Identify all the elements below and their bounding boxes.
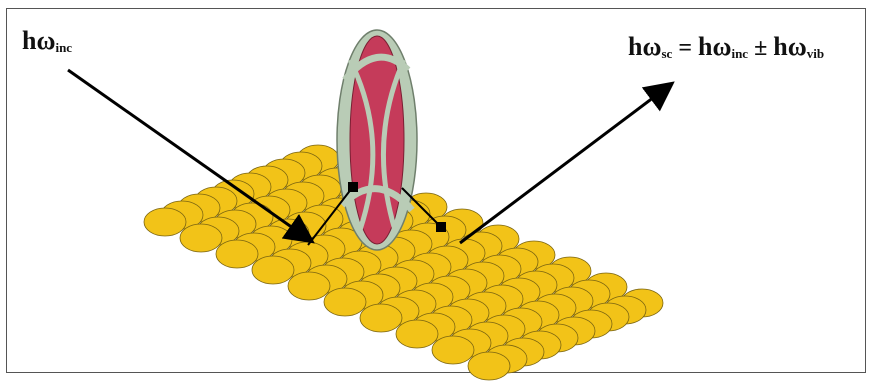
surface-atom — [252, 256, 294, 284]
plus-minus-sign: ± — [754, 35, 767, 61]
surface-atom — [360, 304, 402, 332]
vibration-term-symbol: hω — [773, 32, 806, 61]
scattered-subscript: sc — [661, 46, 672, 61]
scattered-photon-label: hωsc=hωinc±hωvib — [628, 32, 824, 62]
scattered-symbol: hω — [628, 32, 661, 61]
incident-symbol: hω — [22, 26, 55, 55]
surface-atom — [432, 336, 474, 364]
contact-point-left — [348, 182, 358, 192]
surface-atom — [216, 240, 258, 268]
surface-atom — [288, 272, 330, 300]
contact-point-right — [436, 222, 446, 232]
vibration-term-subscript: vib — [807, 46, 824, 61]
incident-subscript: inc — [55, 40, 72, 55]
incident-term-symbol: hω — [698, 32, 731, 61]
surface-atom — [144, 208, 186, 236]
surface-atom — [324, 288, 366, 316]
equals-sign: = — [678, 35, 692, 61]
incident-term-subscript: inc — [731, 46, 748, 61]
surface-atom — [396, 320, 438, 348]
surface-atom — [180, 224, 222, 252]
scattered-beam-arrow — [460, 85, 670, 243]
incident-photon-label: hωinc — [22, 26, 72, 56]
adsorbed-molecule — [337, 30, 417, 250]
surface-atom — [468, 352, 510, 380]
